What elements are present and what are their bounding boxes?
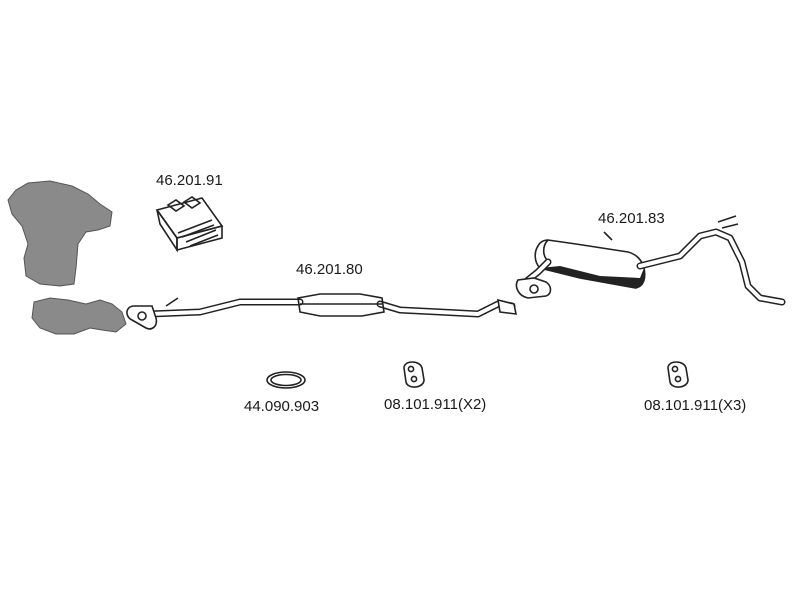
rubber-hanger-rear: [667, 361, 689, 388]
rubber-hanger-front: [403, 361, 425, 388]
hanger-rear-part-number: 08.101.911(X3): [644, 397, 747, 414]
rear-muffler-part-number: 46.201.83: [598, 210, 665, 227]
seal-ring-part-number: 44.090.903: [244, 398, 320, 415]
center-pipe-part-number: 46.201.80: [296, 261, 363, 278]
front-pipe: [31, 297, 127, 335]
catalytic-converter: [7, 180, 113, 287]
rear-muffler: [515, 215, 786, 306]
gasket-kit-part-number: 46.201.91: [156, 172, 223, 189]
seal-ring: [266, 371, 306, 389]
center-pipe: [126, 293, 518, 330]
gasket-kit-box: [155, 196, 224, 253]
hanger-front-part-number: 08.101.911(X2): [384, 396, 487, 413]
